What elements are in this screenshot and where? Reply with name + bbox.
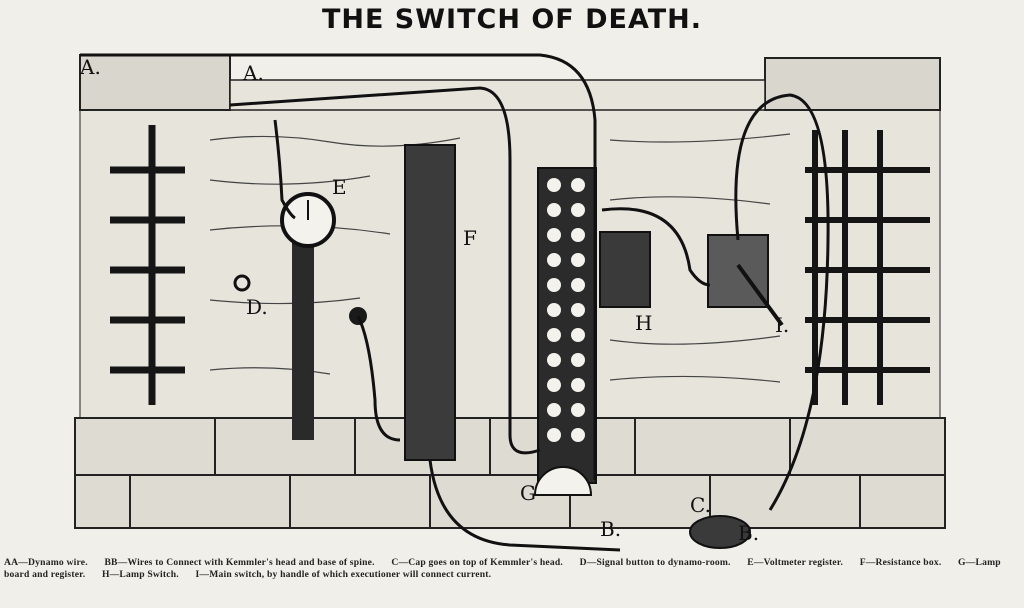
caption-d: D—Signal button to dynamo-room. xyxy=(579,557,731,568)
right-ledge xyxy=(764,57,941,111)
lamp-board xyxy=(537,167,597,484)
label-a-left: A. xyxy=(79,55,101,79)
main-switch-handle xyxy=(736,263,784,327)
caption-aa: AA—Dynamo wire. xyxy=(4,557,88,568)
label-g: G xyxy=(520,481,536,505)
head-cap xyxy=(689,515,751,549)
execution-switch-illustration: A. A. E D. F H I. G B. C. B. xyxy=(70,40,950,555)
caption-g: G—Lamp board and register. xyxy=(4,557,1001,580)
label-b-right: B. xyxy=(738,521,759,545)
label-e: E xyxy=(332,175,347,199)
top-beam xyxy=(229,79,766,111)
caption-f: F—Resistance box. xyxy=(859,557,942,568)
signal-button xyxy=(233,274,251,292)
resistance-box xyxy=(404,144,456,461)
caption-h: H—Lamp Switch. xyxy=(101,569,179,580)
caption-c: C—Cap goes on top of Kemmler's head. xyxy=(391,557,563,568)
label-d: D. xyxy=(246,295,268,319)
voltmeter-post xyxy=(292,220,314,440)
illustration-drawing: A. A. E D. F H I. G B. C. B. xyxy=(74,53,946,552)
label-f: F xyxy=(463,226,477,250)
label-h: H xyxy=(635,311,652,335)
headline: THE SWITCH OF DEATH. xyxy=(321,4,703,35)
lamp-bulbs xyxy=(547,178,585,442)
label-a-right: A. xyxy=(242,61,264,85)
lamp-register xyxy=(533,466,593,496)
left-window-bars xyxy=(110,125,185,405)
label-i: I. xyxy=(775,313,789,337)
figure-caption: AA—Dynamo wire. BB—Wires to Connect with… xyxy=(4,557,1020,581)
label-c: C. xyxy=(690,493,711,517)
lamp-switch xyxy=(599,231,651,308)
left-ledge xyxy=(79,54,231,111)
caption-bb: BB—Wires to Connect with Kemmler's head … xyxy=(104,557,375,568)
wires xyxy=(80,53,830,552)
caption-e: E—Voltmeter register. xyxy=(747,557,844,568)
label-b-left: B. xyxy=(600,517,621,541)
caption-i: I—Main switch, by handle of which execut… xyxy=(195,569,492,580)
